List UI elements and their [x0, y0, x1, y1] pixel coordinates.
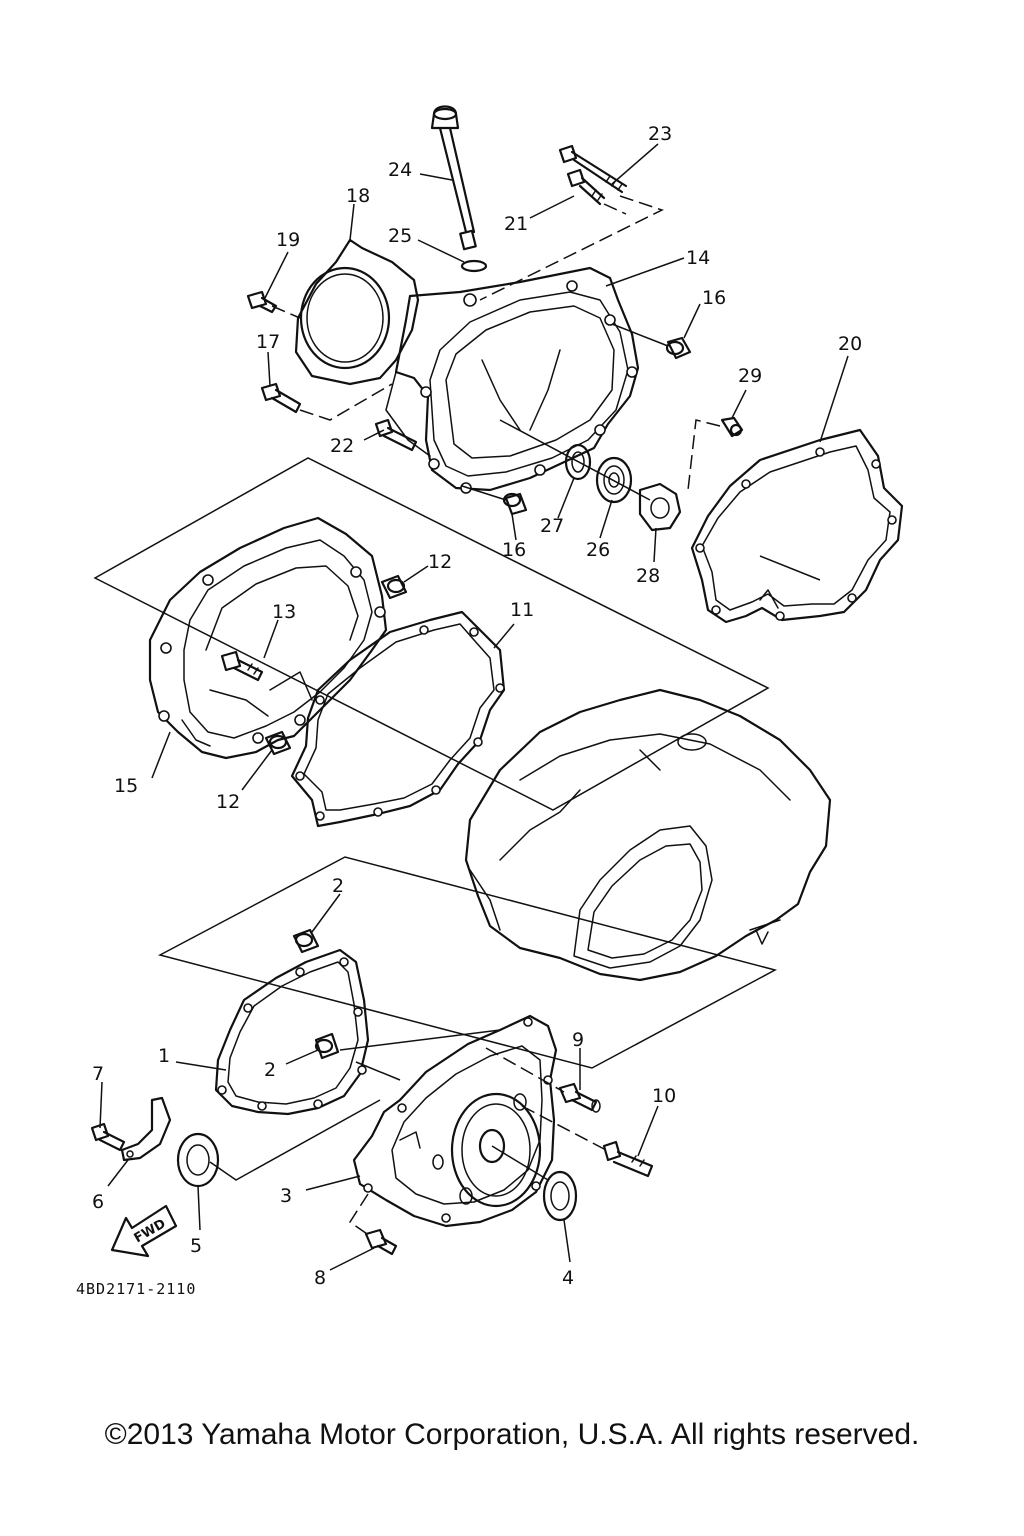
dowel-pin-12-upper — [380, 574, 408, 600]
callout-11: 11 — [510, 599, 534, 621]
screw-29-guide — [687, 419, 721, 491]
callout-28: 28 — [636, 565, 660, 587]
diagram-code: 4BD2171-2110 — [76, 1280, 196, 1298]
callout-8: 8 — [314, 1267, 326, 1289]
gasket-1 — [214, 948, 370, 1116]
bolt-17 — [260, 382, 302, 414]
plate-28 — [638, 482, 682, 532]
callout-19: 19 — [276, 229, 300, 251]
screw-19-guide — [271, 305, 301, 319]
oil-seal-5 — [176, 1132, 220, 1188]
dowel-pin-16-lower — [502, 492, 528, 516]
callout-2-lower: 2 — [264, 1059, 276, 1081]
bearing-26 — [595, 456, 633, 504]
bolt-17-guide — [299, 383, 393, 421]
callout-12-lower: 12 — [216, 791, 240, 813]
callout-10: 10 — [652, 1085, 676, 1107]
bolt-8-guide — [348, 1193, 371, 1237]
magneto-cover-3 — [352, 1014, 558, 1228]
callout-25: 25 — [388, 225, 412, 247]
dowel-16-guide — [611, 323, 669, 347]
callout-20: 20 — [838, 333, 862, 355]
dowel-pin-16-upper — [665, 336, 692, 360]
oil-dipstick-24 — [430, 105, 477, 251]
bolt-guide-line-2 — [603, 203, 627, 215]
callout-3: 3 — [280, 1185, 292, 1207]
bolt-9-guide — [485, 1047, 565, 1093]
clamp-6 — [120, 1096, 172, 1162]
bolt-21 — [566, 168, 606, 206]
cover-plate-18 — [294, 238, 420, 386]
callout-6: 6 — [92, 1191, 104, 1213]
fwd-arrow-icon: FWD — [110, 1204, 178, 1258]
bolt-10-guide — [521, 1105, 607, 1151]
dowel-pin-2-upper — [292, 928, 320, 954]
callout-16: 16 — [702, 287, 726, 309]
bolt-9 — [558, 1082, 601, 1113]
callout-12-upper: 12 — [428, 551, 452, 573]
callout-16-lower: 16 — [502, 539, 526, 561]
bolt-10 — [602, 1140, 654, 1178]
gasket-20 — [690, 428, 904, 624]
seal-5-guide — [209, 1099, 381, 1181]
o-ring-25 — [460, 259, 488, 273]
callout-27: 27 — [540, 515, 564, 537]
callout-24: 24 — [388, 159, 412, 181]
callout-labels: 23 24 18 21 19 25 14 16 17 20 29 22 27 1… — [92, 123, 862, 1289]
bolt-8 — [364, 1228, 398, 1256]
bearing-guide — [499, 419, 651, 501]
bolt-13 — [220, 650, 264, 682]
callout-1: 1 — [158, 1045, 170, 1067]
lower-assembly-box — [157, 856, 778, 1069]
leader-lines — [99, 143, 849, 1271]
callout-21: 21 — [504, 213, 528, 235]
dowel-16-lower-guide — [461, 485, 507, 501]
callout-22: 22 — [330, 435, 354, 457]
bolt-7 — [90, 1122, 126, 1152]
gasket-11 — [290, 610, 506, 828]
clutch-cover-14 — [385, 266, 640, 494]
copyright-notice: ©2013 Yamaha Motor Corporation, U.S.A. A… — [104, 1418, 920, 1451]
callout-18: 18 — [346, 185, 370, 207]
callout-9: 9 — [572, 1029, 584, 1051]
dowel-pin-12-lower — [264, 730, 292, 756]
oil-seal-27 — [564, 443, 592, 481]
screw-19 — [246, 290, 278, 314]
bolt-23 — [558, 144, 628, 194]
callout-15: 15 — [114, 775, 138, 797]
callout-7: 7 — [92, 1063, 104, 1085]
callout-29: 29 — [738, 365, 762, 387]
crankcase-housing — [464, 688, 832, 982]
callout-5: 5 — [190, 1235, 202, 1257]
callout-23: 23 — [648, 123, 672, 145]
cover-alignment-line — [339, 1029, 501, 1081]
callout-13: 13 — [272, 601, 296, 623]
crankcase-cover-15 — [148, 516, 388, 760]
upper-assembly-box — [93, 457, 770, 811]
callout-17: 17 — [256, 331, 280, 353]
gasket-20-guide — [759, 555, 821, 581]
callout-4: 4 — [562, 1267, 574, 1289]
seal-4-guide — [491, 1145, 549, 1181]
callout-14: 14 — [686, 247, 710, 269]
dowel-pin-2-lower — [314, 1032, 340, 1060]
screw-29 — [720, 416, 744, 438]
callout-26: 26 — [586, 539, 610, 561]
bolt-guide-line — [479, 195, 664, 301]
oil-seal-4 — [542, 1170, 578, 1222]
callout-2-upper: 2 — [332, 875, 344, 897]
